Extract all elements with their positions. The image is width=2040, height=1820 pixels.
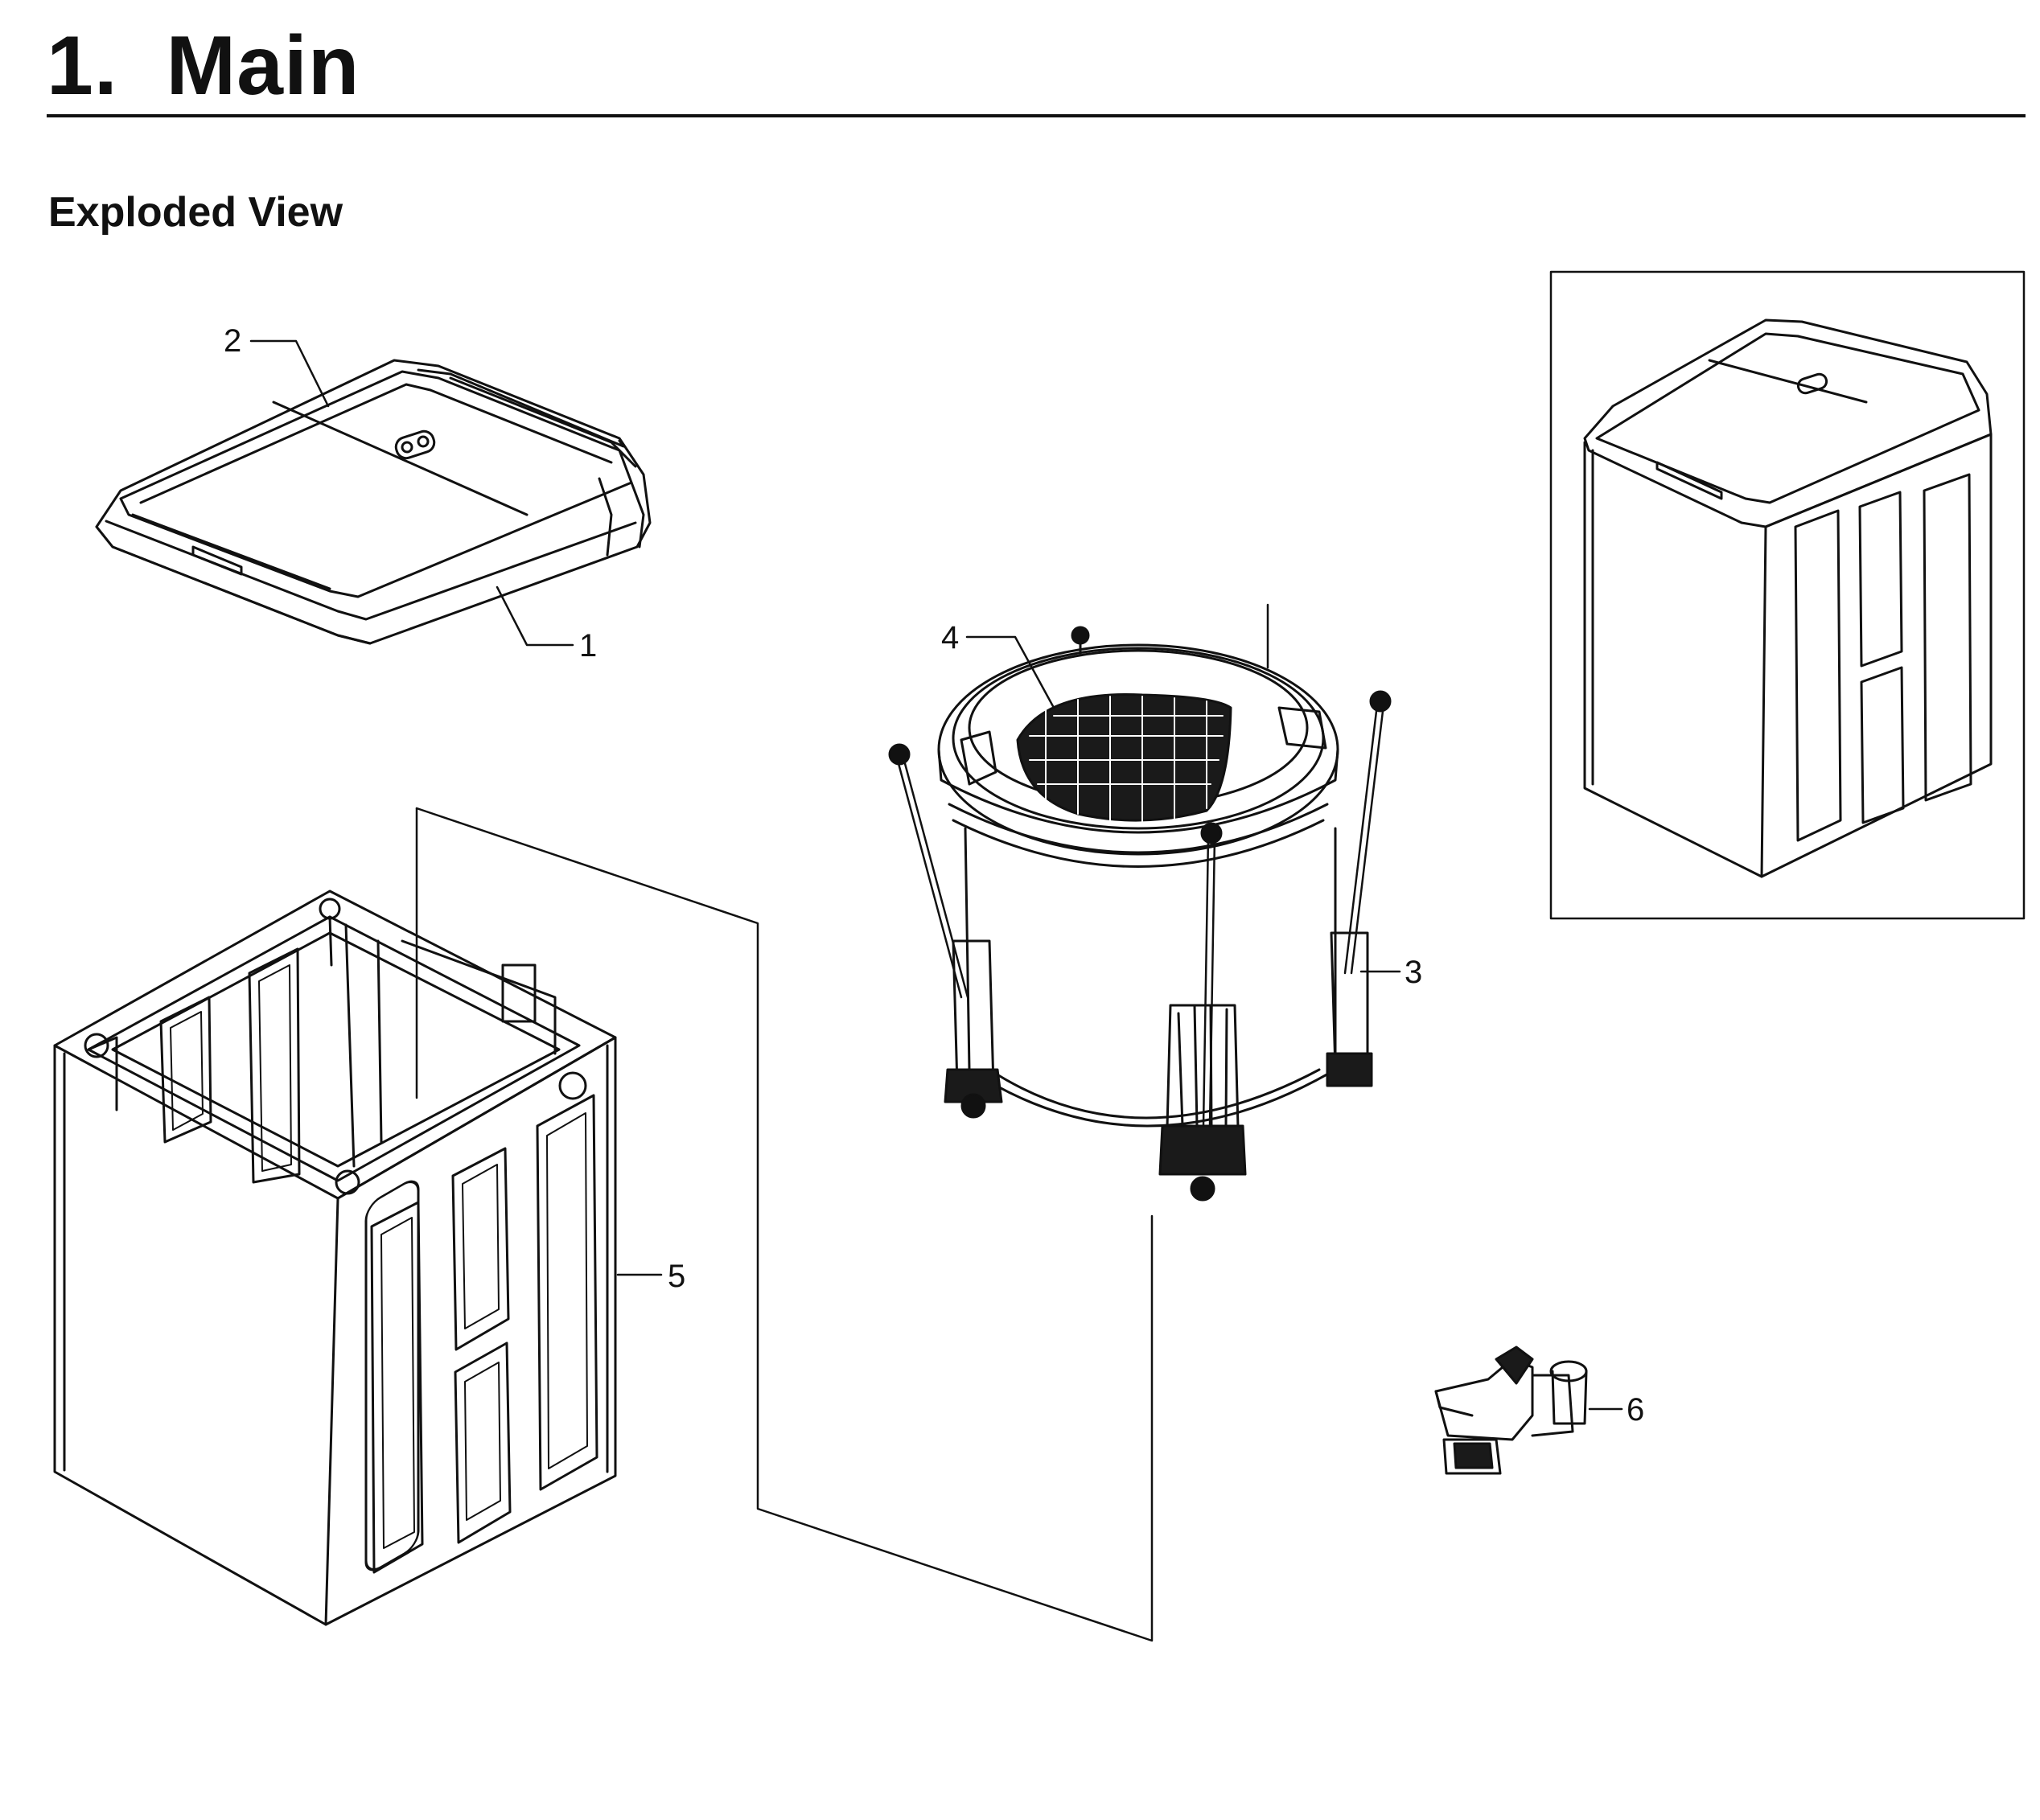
tub-assembly <box>888 603 1392 1202</box>
callout-5-label: 5 <box>668 1259 685 1294</box>
section-title: Exploded View <box>48 189 343 236</box>
callout-4: 4 <box>941 620 1055 709</box>
page-title: 1. Main <box>47 19 360 113</box>
drain-pump <box>1434 1345 1588 1475</box>
callout-2: 2 <box>224 323 330 408</box>
inset-frame <box>1549 270 2026 920</box>
top-cover-assembly <box>95 359 652 645</box>
callout-2-label: 2 <box>224 323 241 359</box>
cabinet <box>53 889 617 1626</box>
assembled-washer-inset <box>1549 270 2026 920</box>
callout-1: 1 <box>496 585 597 663</box>
damper-front <box>1158 1004 1247 1202</box>
explode-guide-plane <box>415 807 1154 1642</box>
callout-6: 6 <box>1588 1392 1644 1428</box>
callout-5: 5 <box>616 1259 685 1294</box>
callout-4-label: 4 <box>941 620 959 655</box>
callout-6-label: 6 <box>1627 1392 1644 1428</box>
damper-right <box>1326 931 1373 1087</box>
callout-3-label: 3 <box>1405 955 1422 990</box>
callout-3: 3 <box>1359 955 1422 990</box>
mesh-filter <box>1016 692 1232 823</box>
callout-1-label: 1 <box>579 628 597 663</box>
damper-left <box>944 939 1003 1119</box>
title-rule <box>47 114 2026 117</box>
